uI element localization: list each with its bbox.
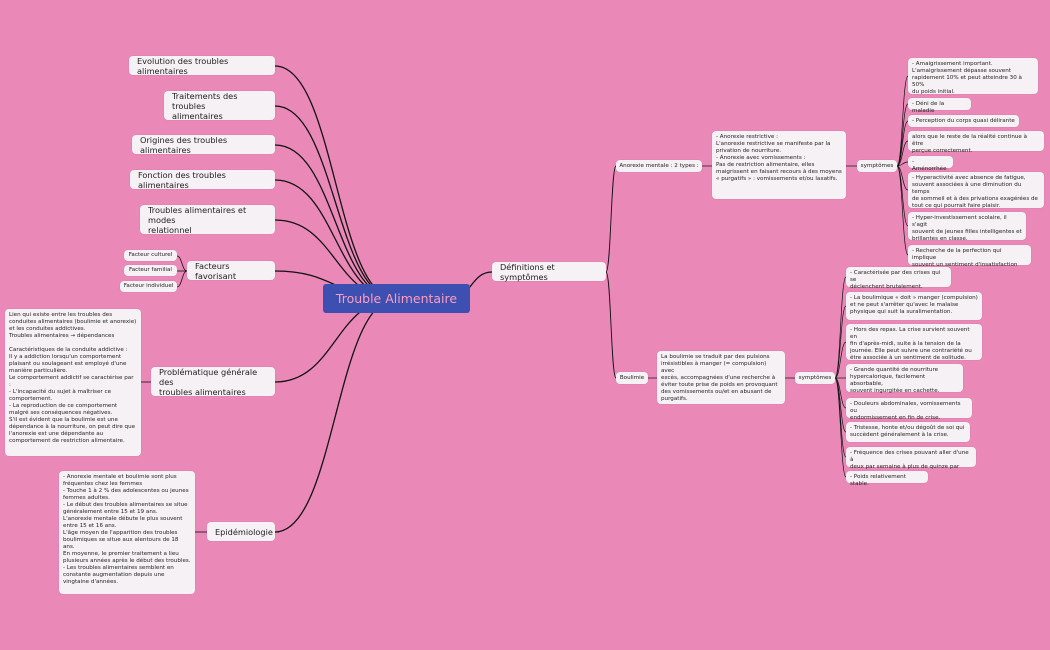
- link-19: [896, 103, 909, 167]
- anorexie-symptome-6[interactable]: - Hyperactivité avec absence de fatigue,…: [908, 172, 1044, 209]
- boulimie-symptomes-node[interactable]: symptômes: [795, 372, 835, 384]
- link-3: [274, 179, 397, 300]
- topic-fonction-label: Fonction des troubles alimentaires: [138, 169, 226, 190]
- link-22: [896, 161, 909, 167]
- anorexie-symptome-7[interactable]: - Hyper-investissement scolaire, il s'ag…: [908, 212, 1026, 242]
- link-35: [834, 377, 847, 478]
- note-epidemiologie[interactable]: - Anorexie mentale et boulimie sont plus…: [59, 471, 195, 594]
- link-34: [834, 377, 847, 458]
- anorexie-symptomes-node[interactable]: symptômes: [857, 160, 897, 172]
- link-21: [896, 140, 909, 167]
- anorexie-symptome-5[interactable]: - Aménorrhée: [908, 156, 953, 172]
- link-14: [605, 165, 617, 273]
- boulimie-symptome-5[interactable]: - Douleurs abdominales, vomissements ou …: [846, 398, 972, 421]
- topic-facteurs[interactable]: Facteurs favorisant: [187, 260, 275, 281]
- anorexie-symptome-8[interactable]: - Recherche de la perfection qui impliqu…: [908, 245, 1031, 268]
- facteur-individuel[interactable]: Facteur individuel: [120, 281, 177, 292]
- topic-definitions-label: Définitions et symptômes: [500, 261, 555, 282]
- note-anorexie[interactable]: - Anorexie restrictive : L'anorexie rest…: [712, 131, 846, 199]
- anorexie-symptome-4[interactable]: alors que le reste de la réalité continu…: [908, 131, 1044, 154]
- boulimie-label: Boulimie: [619, 374, 645, 381]
- boulimie-symptomes-label: symptômes: [798, 374, 832, 381]
- link-24: [896, 165, 909, 227]
- topic-definitions[interactable]: Définitions et symptômes: [492, 261, 606, 282]
- topic-evolution[interactable]: Evolution des troubles alimentaires: [129, 55, 275, 76]
- topic-traitements-label: Traitements des troubles alimentaires: [172, 90, 238, 121]
- link-8: [176, 255, 188, 272]
- anorexie-symptome-2[interactable]: - Déni de la maladie: [908, 98, 971, 114]
- anorexie-symptome-1[interactable]: - Amaigrissement important. L'amaigrisse…: [908, 58, 1038, 95]
- anorexie-symptomes-label: symptômes: [860, 162, 894, 169]
- topic-problematique[interactable]: Problématique générale des troubles alim…: [151, 366, 275, 397]
- anorexie-node[interactable]: Anorexie mentale : 2 types :: [616, 160, 702, 172]
- topic-traitements[interactable]: Traitements des troubles alimentaires: [164, 90, 275, 121]
- link-1: [274, 105, 397, 300]
- link-15: [605, 271, 617, 379]
- anorexie-symptome-3[interactable]: - Perception du corps quasi délirante: [908, 115, 1019, 127]
- topic-facteurs-label: Facteurs favorisant: [195, 260, 237, 281]
- facteur-familial-label: Facteur familial: [129, 267, 172, 273]
- boulimie-node[interactable]: Boulimie: [616, 372, 648, 384]
- facteur-familial[interactable]: Facteur familial: [124, 265, 177, 276]
- note-boulimie[interactable]: La boulimie se traduit par des pulsions …: [657, 351, 785, 404]
- anorexie-label: Anorexie mentale : 2 types :: [619, 162, 699, 169]
- link-20: [896, 120, 909, 167]
- boulimie-symptome-1[interactable]: - Caractérisée par des crises qui se déc…: [846, 267, 951, 290]
- link-2: [274, 144, 397, 300]
- link-29: [834, 305, 847, 379]
- topic-epidemiologie-label: Epidémiologie: [215, 526, 273, 537]
- link-28: [834, 276, 847, 379]
- topic-problematique-label: Problématique générale des troubles alim…: [159, 366, 258, 397]
- facteur-culturel-label: Facteur culturel: [128, 252, 173, 258]
- boulimie-symptome-8[interactable]: - Poids relativement stable.: [846, 471, 928, 487]
- note-problematique[interactable]: Lien qui existe entre les troubles des c…: [5, 309, 141, 456]
- facteur-individuel-label: Facteur individuel: [123, 283, 174, 289]
- boulimie-symptome-3[interactable]: - Hors des repas. La crise survient souv…: [846, 324, 982, 361]
- topic-evolution-label: Evolution des troubles alimentaires: [137, 55, 229, 76]
- topic-relationnel-label: Troubles alimentaires et modes relationn…: [148, 204, 247, 235]
- root-topic[interactable]: Trouble Alimentaire: [323, 284, 470, 313]
- link-10: [176, 270, 188, 288]
- topic-origines-label: Origines des troubles alimentaires: [140, 134, 228, 155]
- topic-fonction[interactable]: Fonction des troubles alimentaires: [130, 169, 275, 190]
- topic-epidemiologie[interactable]: Epidémiologie: [207, 522, 275, 541]
- boulimie-symptome-6[interactable]: - Tristesse, honte et/ou dégoût de soi q…: [846, 422, 970, 442]
- facteur-culturel[interactable]: Facteur culturel: [124, 250, 177, 261]
- link-7: [274, 298, 397, 533]
- topic-origines[interactable]: Origines des troubles alimentaires: [132, 134, 275, 155]
- link-30: [834, 341, 847, 379]
- boulimie-symptome-4[interactable]: - Grande quantité de nourriture hypercal…: [846, 364, 963, 394]
- boulimie-symptome-2[interactable]: - La boulimique « doit » manger (compuls…: [846, 292, 982, 320]
- boulimie-symptome-7[interactable]: - Fréquence des crises pouvant aller d'u…: [846, 447, 976, 477]
- link-25: [896, 165, 909, 256]
- link-0: [274, 65, 397, 300]
- topic-relationnel[interactable]: Troubles alimentaires et modes relationn…: [140, 204, 275, 235]
